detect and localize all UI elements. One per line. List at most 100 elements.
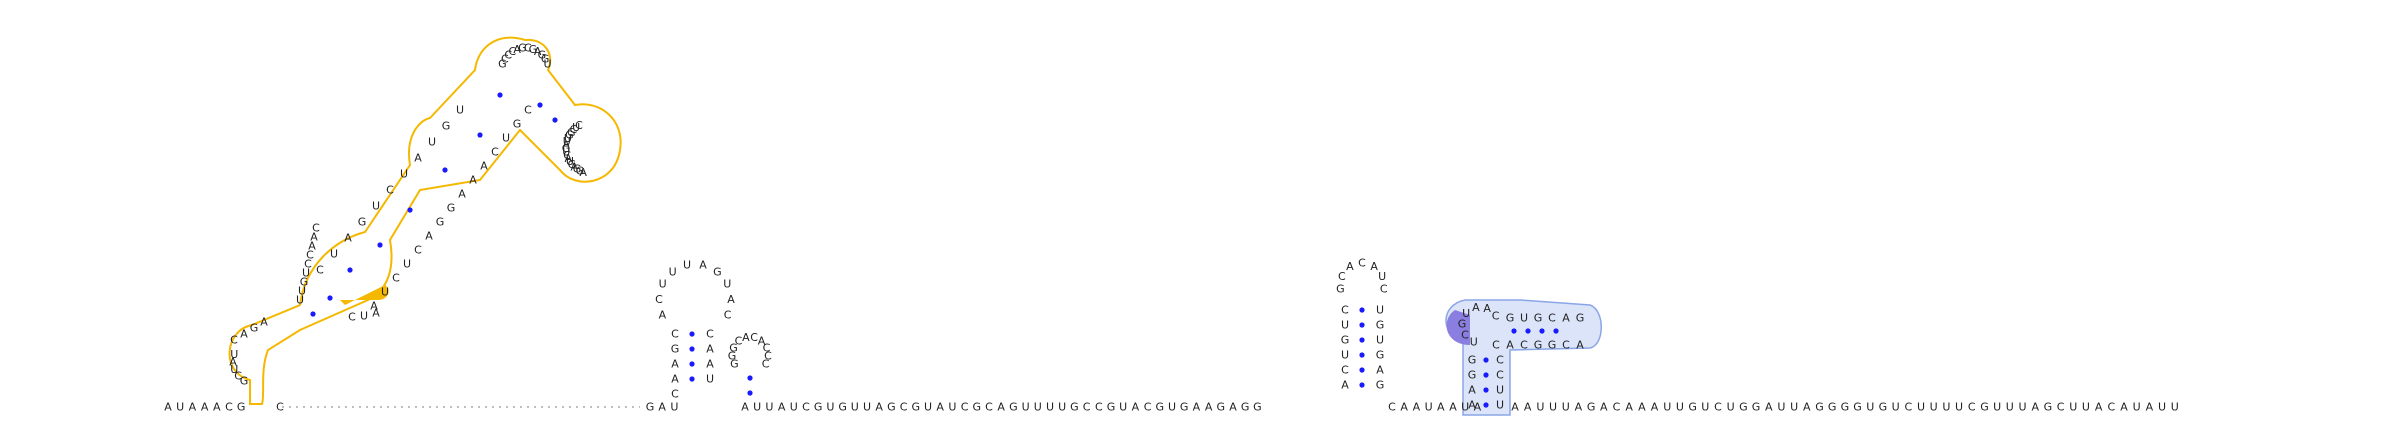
hairpin5-arm-bottom-nt: G xyxy=(1548,339,1557,352)
hairpin5-pair xyxy=(1483,372,1489,378)
domain1-top-loop-nt: C xyxy=(509,45,517,58)
three-prime-tail-nt: U xyxy=(1562,401,1570,414)
domain1-pair xyxy=(537,102,543,108)
three-prime-tail-nt: G xyxy=(1879,401,1888,414)
three-prime-tail-nt: C xyxy=(2057,401,2065,414)
three-prime-tail-nt: U xyxy=(1676,401,1684,414)
backbone-mid-nt: G xyxy=(1180,401,1189,414)
domain1-return-strand-nt: U xyxy=(403,258,411,271)
three-prime-tail-nt: C xyxy=(1968,401,1976,414)
backbone-mid-nt: U xyxy=(790,401,798,414)
hairpin4-stem-right-nt: A xyxy=(1376,364,1384,377)
hairpin5-arm-pair xyxy=(1539,328,1545,334)
three-prime-tail-nt: A xyxy=(1651,401,1659,414)
hairpin4-stem-left-nt: G xyxy=(1341,334,1350,347)
domain1-top-loop-nt: C xyxy=(524,42,532,55)
hairpin2-loop-nt: A xyxy=(727,293,735,306)
domain1-pair xyxy=(407,207,413,213)
domain1-helix-left-nt: U xyxy=(400,168,408,181)
backbone-mid-nt: C xyxy=(802,401,810,414)
backbone-mid-nt: A xyxy=(1205,401,1213,414)
hairpin4-pair xyxy=(1359,322,1365,328)
backbone-mid-nt: G xyxy=(912,401,921,414)
domain-highlights xyxy=(228,36,1602,416)
three-prime-tail-nt: A xyxy=(2120,401,2128,414)
three-prime-tail-nt: G xyxy=(1853,401,1862,414)
hairpin4-loop-nt: C xyxy=(1358,257,1366,270)
three-prime-tail-nt: A xyxy=(1625,401,1633,414)
domain1-helix-left-nt: U xyxy=(330,248,338,261)
hairpin2-stem-left-nt: C xyxy=(671,388,679,401)
domain1-return-strand-nt: C xyxy=(392,272,400,285)
hairpin2-left-base-nt: U xyxy=(670,401,678,414)
hairpin5-stem-left-nt: A xyxy=(1468,399,1476,412)
domain1-interior-nt: C xyxy=(304,258,312,271)
hairpin3-loop-nt: C xyxy=(763,341,771,354)
domain1-right-hairpin-nt: G xyxy=(562,142,571,155)
domain1-top-loop-nt: U xyxy=(544,57,552,70)
highlight-nt: C xyxy=(348,311,356,324)
hairpin4-stem-right-nt: U xyxy=(1376,334,1384,347)
domain1-return-strand-nt: G xyxy=(436,216,445,229)
hairpin2-left-base-nt: G xyxy=(646,401,655,414)
backbone-h4-h5-nt: A xyxy=(1474,401,1482,414)
hairpin5-arm-bottom-nt: C xyxy=(1520,339,1528,352)
hairpin2-loop-nt: U xyxy=(669,265,677,278)
domain1-right-hairpin-nt: U xyxy=(562,145,570,158)
domain1-outer-loop-nt: G xyxy=(240,375,249,388)
backbone-mid-nt: A xyxy=(875,401,883,414)
backbone-mid-nt: U xyxy=(1058,401,1066,414)
hairpin2-pair xyxy=(689,346,695,352)
backbone-mid-nt: G xyxy=(887,401,896,414)
five-prime-tail-nt: A xyxy=(201,401,209,414)
hairpin5-stem-right-nt: C xyxy=(1496,354,1504,367)
backbone-mid-nt: U xyxy=(765,401,773,414)
backbone-mid-nt: C xyxy=(900,401,908,414)
domain1-top-loop-nt: C xyxy=(501,53,509,66)
hairpin4-pair xyxy=(1359,307,1365,313)
domain1-top-loop-nt: G xyxy=(529,43,538,56)
hairpin4-pair xyxy=(1359,352,1365,358)
hairpin2-loop-nt: G xyxy=(713,265,722,278)
three-prime-tail-nt: U xyxy=(1930,401,1938,414)
three-prime-tail-nt: G xyxy=(1739,401,1748,414)
three-prime-tail-nt: U xyxy=(2082,401,2090,414)
hairpin5-loop-nt: U xyxy=(1462,307,1470,320)
backbone-mid-nt: G xyxy=(1107,401,1116,414)
hairpin5-arm-pair xyxy=(1553,328,1559,334)
backbone-mid-nt: C xyxy=(1095,401,1103,414)
hairpin4-stem-left-nt: A xyxy=(1341,379,1349,392)
hairpin5-stem-right-nt: U xyxy=(1496,399,1504,412)
domain1-pair xyxy=(497,92,503,98)
hairpin2-loop-nt: U xyxy=(723,278,731,291)
three-prime-tail-nt: U xyxy=(1727,401,1735,414)
hairpin2-stem-left-nt: A xyxy=(671,358,679,371)
three-prime-tail-nt: A xyxy=(2146,401,2154,414)
highlight-nt: A xyxy=(372,307,380,320)
three-prime-tail-nt: U xyxy=(1777,401,1785,414)
domain1-helix-left-nt: U xyxy=(428,136,436,149)
backbone-mid-nt: G xyxy=(814,401,823,414)
hairpin3-loop-nt: C xyxy=(750,331,758,344)
hairpin5-arm-pair xyxy=(1525,328,1531,334)
domain1-helix-left-nt: C xyxy=(316,264,324,277)
three-prime-tail-nt: G xyxy=(1841,401,1850,414)
five-prime-tail-nt: A xyxy=(213,401,221,414)
domain1-return-strand-nt: A xyxy=(469,174,477,187)
three-prime-tail-nt: C xyxy=(1714,401,1722,414)
domain1-outer-loop-nt: C xyxy=(234,370,242,383)
hairpin2-left-base-nt: A xyxy=(658,401,666,414)
hairpin5-loop-nt: A xyxy=(1472,301,1480,314)
five-prime-tail-nt: C xyxy=(225,401,233,414)
backbone-mid-nt: G xyxy=(1156,401,1165,414)
backbone-mid-nt: U xyxy=(1046,401,1054,414)
domain1-return-strand-nt: U xyxy=(381,286,389,299)
domain1-interior-nt: G xyxy=(300,276,309,289)
three-prime-tail-nt: U xyxy=(1917,401,1925,414)
domain1-pair xyxy=(377,242,383,248)
hairpin5-arm-top-nt: U xyxy=(1520,312,1528,325)
three-prime-tail-nt: U xyxy=(1790,401,1798,414)
domain1-right-hairpin-nt: C xyxy=(570,123,578,136)
backbone-h4-h5-nt: A xyxy=(1437,401,1445,414)
